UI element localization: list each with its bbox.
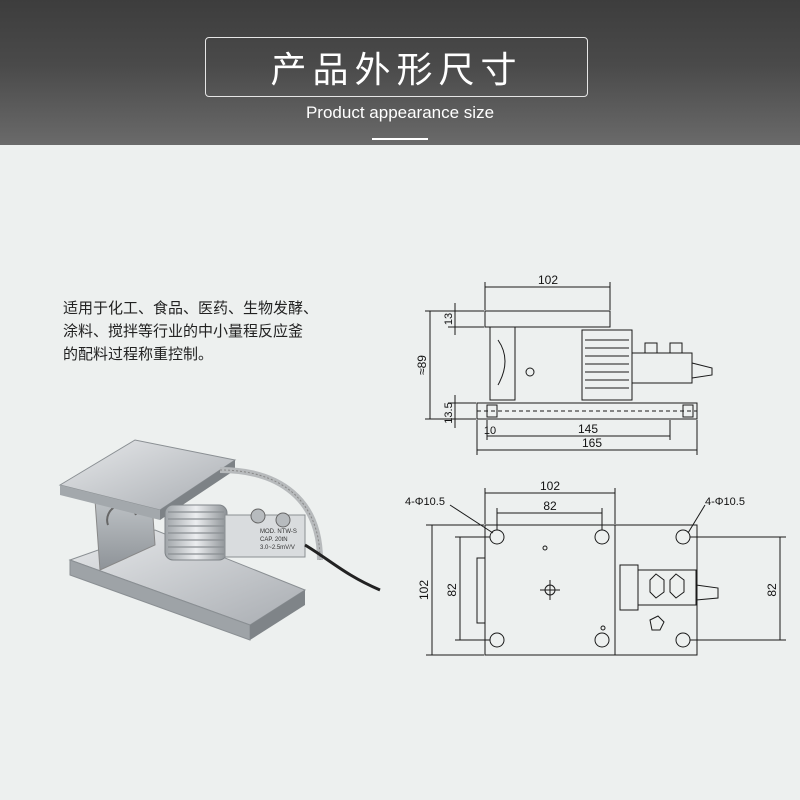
header-banner: 产品外形尺寸 Product appearance size <box>0 0 800 145</box>
page-subtitle: Product appearance size <box>305 103 495 122</box>
description-text: 适用于化工、食品、医药、生物发酵、 涂料、搅拌等行业的中小量程反应釜 的配料过程… <box>63 297 373 366</box>
side-view <box>425 282 713 455</box>
title-frame: 产品外形尺寸 <box>205 37 588 97</box>
description-line: 涂料、搅拌等行业的中小量程反应釜 <box>63 322 304 340</box>
dim-hole-right: 4-Φ10.5 <box>705 496 745 508</box>
description-line: 适用于化工、食品、医药、生物发酵、 <box>63 299 319 317</box>
dim-offset: 10 <box>484 425 496 437</box>
top-view <box>426 488 786 656</box>
dim-width-outer: 102 <box>540 479 560 493</box>
dim-height: ≈89 <box>415 355 429 375</box>
dim-overall-length: 165 <box>582 436 602 450</box>
dim-base-thickness: 13.5 <box>443 402 455 423</box>
dim-hole-left: 4-Φ10.5 <box>405 496 445 508</box>
dim-width-inner: 82 <box>543 499 557 513</box>
dim-top-width: 102 <box>538 273 558 287</box>
dim-inner-span: 145 <box>578 422 598 436</box>
description-line: 的配料过程称重控制。 <box>63 345 214 363</box>
dim-plate-thickness: 13 <box>443 313 455 325</box>
dim-height-right: 82 <box>765 583 779 597</box>
subtitle-underline <box>372 138 428 140</box>
dim-height-inner: 82 <box>445 583 459 597</box>
dim-height-outer: 102 <box>417 580 431 600</box>
page-title: 产品外形尺寸 <box>270 50 523 91</box>
